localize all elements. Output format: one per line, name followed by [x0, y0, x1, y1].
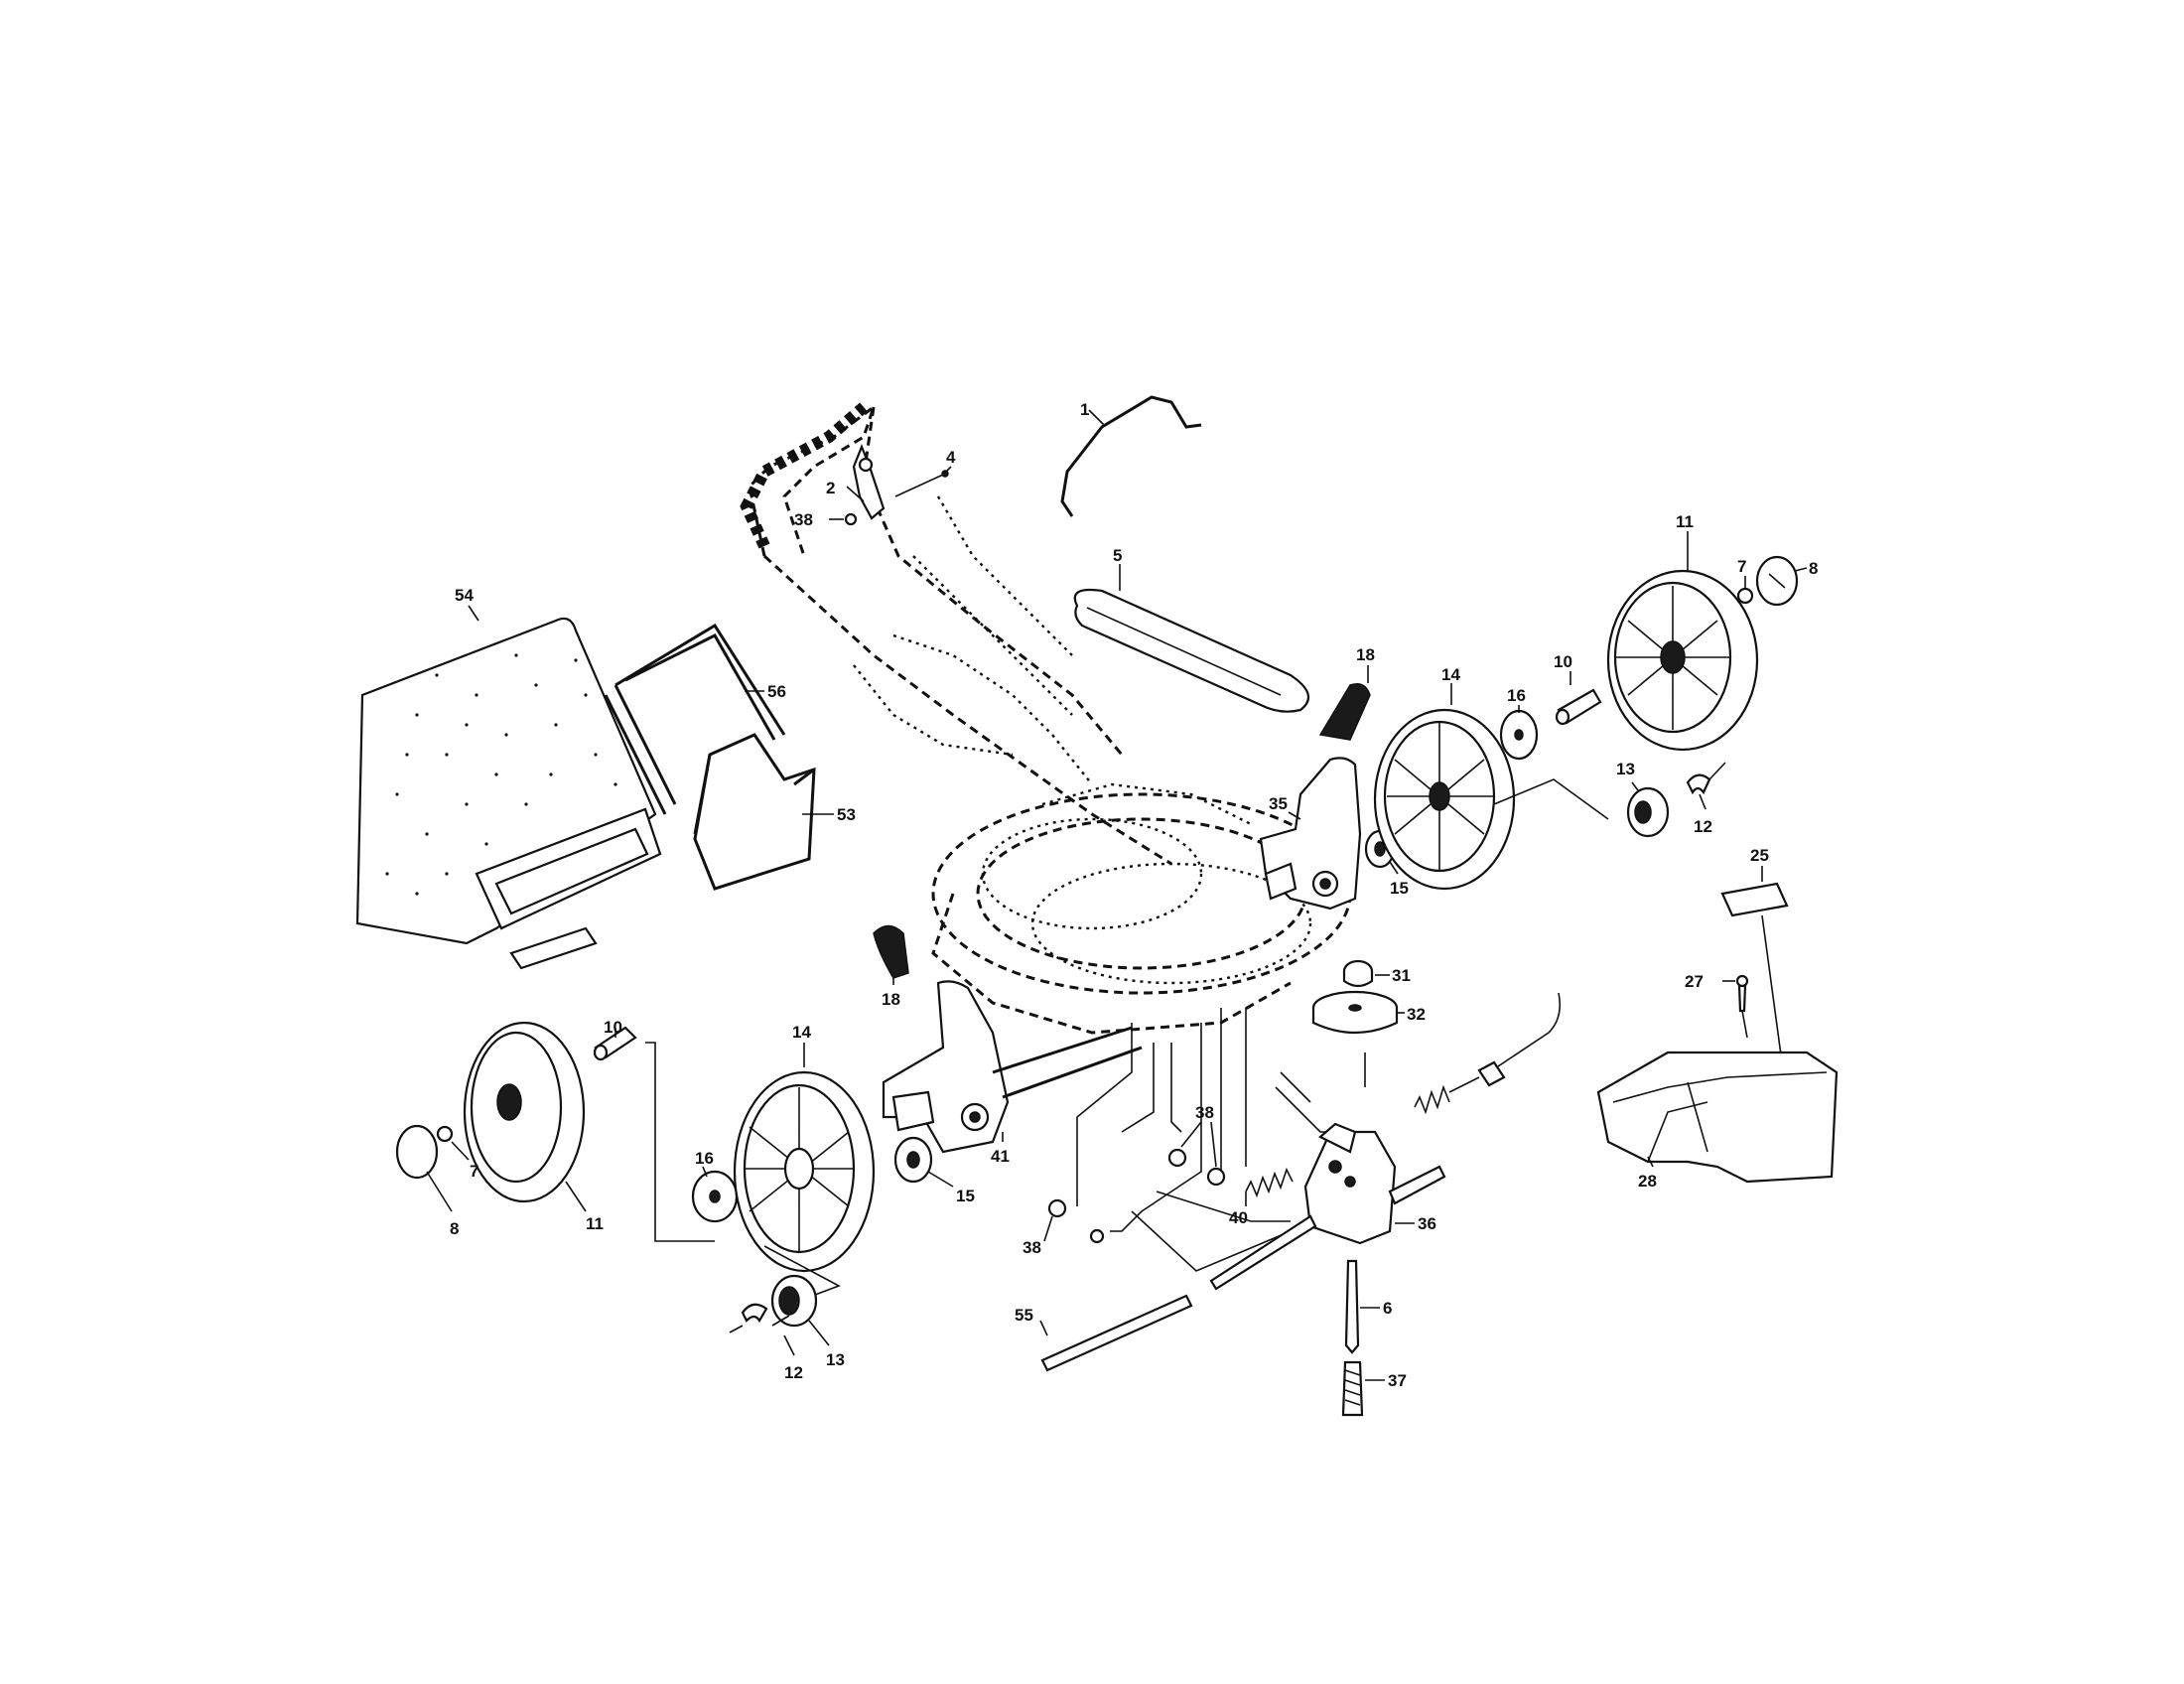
- label-14-left: 14: [792, 1023, 811, 1042]
- part-35-height-adjuster-right: 35: [1259, 757, 1362, 911]
- part-32-pulley: 32: [1311, 990, 1426, 1035]
- label-1: 1: [1080, 400, 1089, 419]
- part-13-pinion-left: 13: [770, 1274, 845, 1369]
- part-2-cable-clip: 2: [826, 444, 886, 520]
- label-18-left: 18: [882, 990, 900, 1009]
- label-54: 54: [455, 586, 474, 605]
- label-18-right: 18: [1356, 645, 1375, 664]
- grass-bag-texture: [385, 653, 617, 896]
- label-15-right: 15: [1390, 879, 1409, 898]
- part-54-grass-bag: 54: [355, 586, 662, 970]
- label-13-right: 13: [1616, 760, 1635, 778]
- part-31-cap: 31: [1342, 959, 1411, 988]
- part-11-wheel-left: 11: [463, 1021, 604, 1233]
- label-38-center: 38: [1195, 1103, 1214, 1122]
- label-8-right: 8: [1809, 559, 1818, 578]
- part-18-guard-right: 18: [1318, 645, 1375, 741]
- part-12-clip-right: 12: [1686, 762, 1726, 836]
- part-27-screw: 27: [1685, 972, 1749, 1039]
- label-38-lower: 38: [1023, 1238, 1041, 1257]
- part-25-label-decal: 25: [1720, 846, 1789, 1063]
- label-32: 32: [1407, 1005, 1426, 1024]
- label-53: 53: [837, 805, 856, 824]
- label-12-left: 12: [784, 1363, 803, 1382]
- part-6-shaft: 6: [1344, 1259, 1392, 1354]
- label-27: 27: [1685, 972, 1704, 991]
- part-5-drive-belt: 5: [1073, 546, 1310, 713]
- label-11-left: 11: [586, 1214, 604, 1233]
- leader-lines-center: [1076, 1008, 1292, 1272]
- label-36: 36: [1418, 1214, 1436, 1233]
- part-8-hubcap-left: 8: [395, 1124, 459, 1238]
- label-11-right: 11: [1676, 512, 1694, 531]
- label-35: 35: [1269, 794, 1288, 813]
- label-10-right: 10: [1554, 652, 1572, 671]
- mower-deck-outline: [931, 782, 1352, 1035]
- part-1-control-bail: 1: [1060, 395, 1202, 517]
- label-4: 4: [946, 448, 956, 467]
- label-41: 41: [991, 1147, 1010, 1166]
- part-10-bushing-right: 10: [1554, 652, 1602, 726]
- part-40-spring: 40: [1229, 1167, 1294, 1227]
- label-15-left: 15: [956, 1187, 975, 1205]
- part-8-hubcap-right: 8: [1755, 555, 1818, 607]
- label-13-left: 13: [826, 1350, 845, 1369]
- label-55: 55: [1015, 1306, 1033, 1325]
- label-16-right: 16: [1507, 686, 1526, 705]
- part-7-nut-right: 7: [1736, 557, 1754, 605]
- label-5: 5: [1113, 546, 1122, 565]
- label-16-left: 16: [695, 1149, 714, 1168]
- part-4-screw: 4: [894, 448, 956, 497]
- part-16-washer-left: 16: [691, 1149, 739, 1223]
- label-28: 28: [1638, 1172, 1657, 1191]
- label-10-left: 10: [604, 1018, 622, 1037]
- part-53-frame-lower: 53: [693, 733, 856, 891]
- part-18-guard-left: 18: [873, 924, 909, 1009]
- part-56-bag-frame: 56: [604, 623, 786, 815]
- part-55-axle-rod: 55: [1015, 1294, 1193, 1372]
- part-28-deflector: 28: [1596, 1051, 1839, 1191]
- part-10-bushing-left: 10: [593, 1018, 715, 1242]
- part-13-pinion-right: 13: [1616, 760, 1670, 838]
- label-6: 6: [1383, 1299, 1392, 1318]
- label-37: 37: [1388, 1371, 1407, 1390]
- part-12-clip-left: 12: [729, 1303, 803, 1382]
- part-36-transmission: 36: [1209, 1122, 1446, 1291]
- label-7-left: 7: [470, 1162, 478, 1181]
- part-15-bearing-left: 15: [893, 1136, 975, 1205]
- label-25: 25: [1750, 846, 1769, 865]
- part-14-gear-wheel-left: 14: [733, 1023, 876, 1302]
- label-40: 40: [1229, 1208, 1248, 1227]
- part-41-height-adjuster-left: 41: [882, 980, 1143, 1166]
- label-7-right: 7: [1737, 557, 1746, 576]
- label-2: 2: [826, 479, 835, 497]
- label-14-right: 14: [1441, 665, 1460, 684]
- part-cable-spring: [1275, 992, 1562, 1133]
- label-8-left: 8: [450, 1219, 459, 1238]
- label-38-upper: 38: [794, 510, 813, 529]
- part-16-washer-right: 16: [1499, 686, 1539, 761]
- handle-grip: [740, 402, 868, 549]
- part-11-wheel-right: 11: [1606, 512, 1759, 752]
- part-7-nut-left: 7: [436, 1125, 478, 1181]
- label-31: 31: [1392, 966, 1411, 985]
- part-38-nut-center-b: 38: [1023, 1198, 1105, 1257]
- part-14-gear-wheel-right: 14: [1373, 665, 1609, 891]
- part-37-spring: 37: [1341, 1360, 1407, 1417]
- part-38-nut-center-a: 38: [1167, 1103, 1226, 1187]
- label-12-right: 12: [1694, 817, 1712, 836]
- part-38-nut-upper: 38: [794, 510, 858, 529]
- label-56: 56: [767, 682, 786, 701]
